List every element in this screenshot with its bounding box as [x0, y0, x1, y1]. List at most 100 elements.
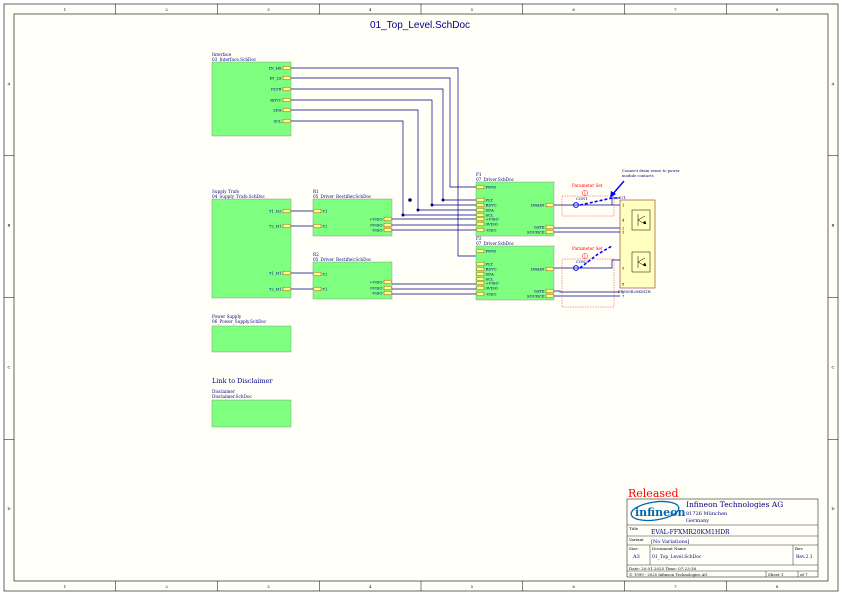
driver1-left-port[interactable]: SDA [475, 207, 495, 212]
supply-port[interactable]: T1_H1 [269, 270, 292, 275]
zone-row-label-right: A [831, 81, 835, 86]
con1-label: CON1 [576, 196, 588, 201]
rect2-out-port[interactable]: 0VISO [370, 285, 393, 290]
driver2-left-port[interactable]: SCL [475, 276, 494, 281]
driver2-left-port-label: RDYC [486, 266, 497, 271]
driver2-left-port[interactable]: PWM [475, 248, 496, 253]
driver2-left-port-label: FLT [486, 261, 494, 266]
wires [291, 67, 620, 297]
disclaimer-file: Disclaimer.SchDoc [212, 394, 252, 399]
sheet-number: Sheet 1 [768, 572, 783, 577]
supply-port-label: T2_H1 [269, 286, 282, 291]
driver1-right-port[interactable]: GATE [534, 224, 555, 229]
parameter-set-2: Parameter Set 1 CON2 [561, 246, 615, 308]
transistor-icon-top [631, 209, 651, 231]
interface-port[interactable]: IN_LS [270, 75, 292, 80]
rev-label: Rev. [795, 546, 803, 551]
driver2-right-port[interactable]: DRAIN [531, 266, 555, 271]
interface-port[interactable]: FLT# [271, 86, 292, 91]
rectifier-2-sheet[interactable]: R2 05_Driver_Rectifier.SchDoc T2T1+VISO0… [312, 252, 393, 300]
zone-col-label-top: 3 [267, 7, 270, 12]
power-supply-sheet[interactable]: Power Supply 06_Power_Supply.SchDoc [211, 314, 292, 353]
supply-port[interactable]: T1_H2 [269, 208, 292, 213]
driver1-left-port-label: SDA [486, 207, 495, 212]
rectifier-1-sheet[interactable]: R1 05_Driver_Rectifier.SchDoc T1T2+VISO0… [312, 189, 393, 237]
driver1-right-port[interactable]: DRAIN [531, 202, 555, 207]
supply-port-label: T1_H2 [269, 208, 282, 213]
module-designator: U1 [620, 195, 626, 200]
rect1-out-port[interactable]: -VISO [372, 227, 393, 232]
power-designator: Power Supply [212, 314, 242, 319]
company-name: Infineon Technologies AG [686, 500, 783, 509]
interface-port[interactable]: RDYC [270, 97, 292, 102]
driver-2-sheet[interactable]: P2 07_Driver.SchDoc PWMFLTRDYCSDASCL+VIS… [475, 236, 555, 301]
inner-border [13, 13, 829, 582]
interface-port[interactable]: SCL [273, 118, 292, 123]
rect1-in-port[interactable]: T1 [312, 208, 328, 213]
driver-1-sheet[interactable]: P1 07_Driver.SchDoc PWMFLTRDYCSDASCL+VIS… [475, 172, 555, 237]
sheet-title: 01_Top_Level.SchDoc [370, 20, 470, 31]
rect1-out-port-label: +VISO [369, 216, 382, 221]
driver1-left-port[interactable]: -VISO [475, 227, 496, 232]
rect2-in-port[interactable]: T1 [312, 286, 327, 291]
date-time: Date: 20.01.2025 Time: 07:23:38 [629, 566, 697, 571]
module-note-line1: Connect drain sense to power [622, 168, 680, 173]
supply-port[interactable]: T2_H1 [269, 286, 292, 291]
driver1-left-port[interactable]: FLT [475, 197, 493, 202]
rect2-out-port[interactable]: -VISO [372, 290, 393, 295]
interface-port[interactable]: SDA [273, 107, 292, 112]
driver2-left-port[interactable]: RDYC [475, 266, 497, 271]
supply-file: 04_Supply_Trafo.SchDoc [212, 194, 266, 199]
driver2-left-port[interactable]: SDA [475, 271, 494, 276]
driver1-left-port[interactable]: RDYC [475, 202, 497, 207]
zone-row-label-left: B [8, 223, 11, 228]
interface-port[interactable]: IN_HS [269, 65, 292, 70]
supply-port[interactable]: T2_H1 [269, 223, 292, 228]
driver1-left-port[interactable]: 0VISO [475, 221, 498, 226]
rect1-in-port-label: T1 [323, 208, 328, 213]
zone-col-label-bottom: 1 [64, 584, 67, 589]
driver2-right-port[interactable]: GATE [534, 288, 555, 293]
driver2-left-port[interactable]: -VISO [475, 291, 496, 296]
driver1-left-port[interactable]: PWM [475, 184, 496, 189]
driver1-left-port-label: 0VISO [486, 221, 498, 226]
driver1-right-port[interactable]: SOURCE [527, 229, 555, 234]
rect1-out-port[interactable]: +VISO [369, 216, 393, 221]
rect1-in-port[interactable]: T2 [312, 223, 328, 228]
junctions [401, 198, 445, 217]
docname-label: Document Name [652, 546, 687, 551]
interface-sheet[interactable]: Interface 03_Interface.SchDoc IN_HSIN_LS… [211, 52, 292, 137]
zone-col-label-bottom: 7 [674, 584, 677, 589]
driver2-right-port-label: GATE [534, 288, 545, 293]
size-label: Size: [629, 546, 639, 551]
rect1-out-port[interactable]: 0VISO [370, 222, 393, 227]
driver2-right-port[interactable]: SOURCE [527, 293, 555, 298]
driver2-left-port[interactable]: 0VISO [475, 285, 498, 290]
variant-label: Variant [628, 537, 644, 542]
zone-col-label-top: 8 [776, 7, 779, 12]
zone-col-label-top: 1 [64, 7, 67, 12]
released-label: Released [628, 487, 679, 500]
rect2-out-port[interactable]: +VISO [369, 279, 393, 284]
driver2-left-port[interactable]: FLT [475, 261, 494, 266]
module-pin-number: 6 [622, 290, 625, 294]
driver2-left-port-label: +VISO [486, 280, 499, 285]
title-block: Released infineon Infineon Technologies … [626, 487, 819, 578]
power-file: 06_Power_Supply.SchDoc [212, 319, 267, 324]
driver1-left-port[interactable]: +VISO [475, 216, 499, 221]
disclaimer-sheet[interactable]: Link to Disclaimer Disclaimer Disclaimer… [211, 377, 292, 428]
docname-value: 01_Top_Level.SchDoc [652, 554, 702, 560]
driver1-left-port[interactable]: SCL [475, 212, 494, 217]
company-country: Germany [686, 518, 709, 524]
zone-row-label-right: C [831, 364, 834, 369]
zone-col-label-top: 6 [572, 7, 575, 12]
supply-trafo-sheet[interactable]: Supply Trafo 04_Supply_Trafo.SchDoc T1_H… [211, 189, 292, 299]
driver1-right-port-label: DRAIN [531, 202, 545, 207]
svg-text:Parameter Set: Parameter Set [572, 246, 603, 251]
rect2-in-port[interactable]: T2 [312, 271, 328, 276]
driver2-left-port[interactable]: +VISO [475, 280, 499, 285]
interface-port-label: SCL [273, 118, 282, 123]
zone-col-label-bottom: 2 [165, 584, 168, 589]
driver2-left-port-label: PWM [486, 248, 496, 253]
